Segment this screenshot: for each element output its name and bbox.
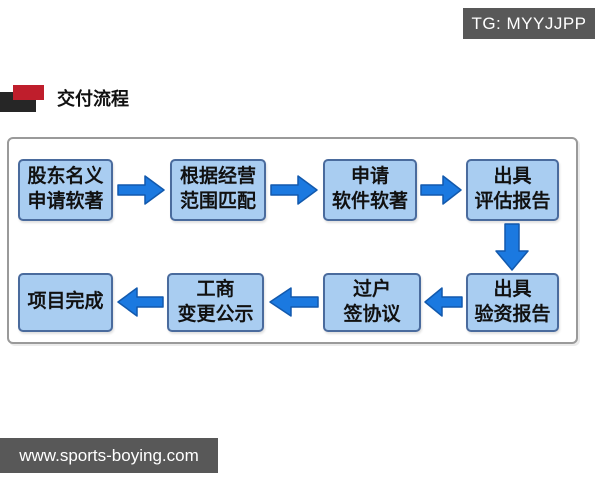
arrow-left-icon [424, 287, 463, 317]
flow-step-assessment-report: 出具 评估报告 [466, 159, 559, 221]
arrow-right-icon [420, 175, 462, 205]
flow-step-label: 签协议 [343, 303, 401, 325]
flow-step-capital-verification-report: 出具 验资报告 [466, 273, 559, 332]
flow-step-label: 工商 [196, 278, 235, 300]
arrow-left-icon [269, 287, 319, 317]
flow-step-transfer-agreement: 过户 签协议 [323, 273, 421, 332]
arrow-right-icon [270, 175, 318, 205]
flow-step-project-complete: 项目完成 [18, 273, 113, 332]
flow-step-label: 评估报告 [474, 191, 551, 212]
flow-step-label: 变更公示 [177, 303, 254, 325]
flow-step-label: 软件软著 [331, 191, 408, 212]
flow-step-label: 出具 [493, 278, 532, 300]
flow-step-match-scope: 根据经营 范围匹配 [170, 159, 266, 221]
flow-step-label: 验资报告 [474, 303, 551, 325]
flow-step-label: 出具 [493, 166, 532, 188]
arrow-left-icon [117, 287, 164, 317]
arrow-down-icon [495, 223, 529, 271]
arrow-right-icon [117, 175, 165, 205]
flow-step-shareholder-apply: 股东名义 申请软著 [18, 159, 113, 221]
flow-step-label: 申请软著 [27, 191, 104, 212]
flow-step-business-change-publicity: 工商 变更公示 [167, 273, 264, 332]
flow-step-label: 申请 [350, 166, 389, 188]
website-badge: www.sports-boying.com [0, 438, 218, 473]
flow-step-label: 过户 [352, 278, 391, 300]
telegram-contact-badge: TG: MYYJJPP [463, 8, 595, 39]
logo-red-bar-icon [13, 85, 44, 100]
flow-step-label: 根据经营 [179, 166, 256, 188]
flow-step-label: 范围匹配 [179, 191, 256, 212]
flow-step-apply-software: 申请 软件软著 [323, 159, 417, 221]
page-title: 交付流程 [57, 89, 129, 109]
flow-step-label: 项目完成 [27, 291, 104, 313]
flow-step-label: 股东名义 [27, 166, 104, 188]
